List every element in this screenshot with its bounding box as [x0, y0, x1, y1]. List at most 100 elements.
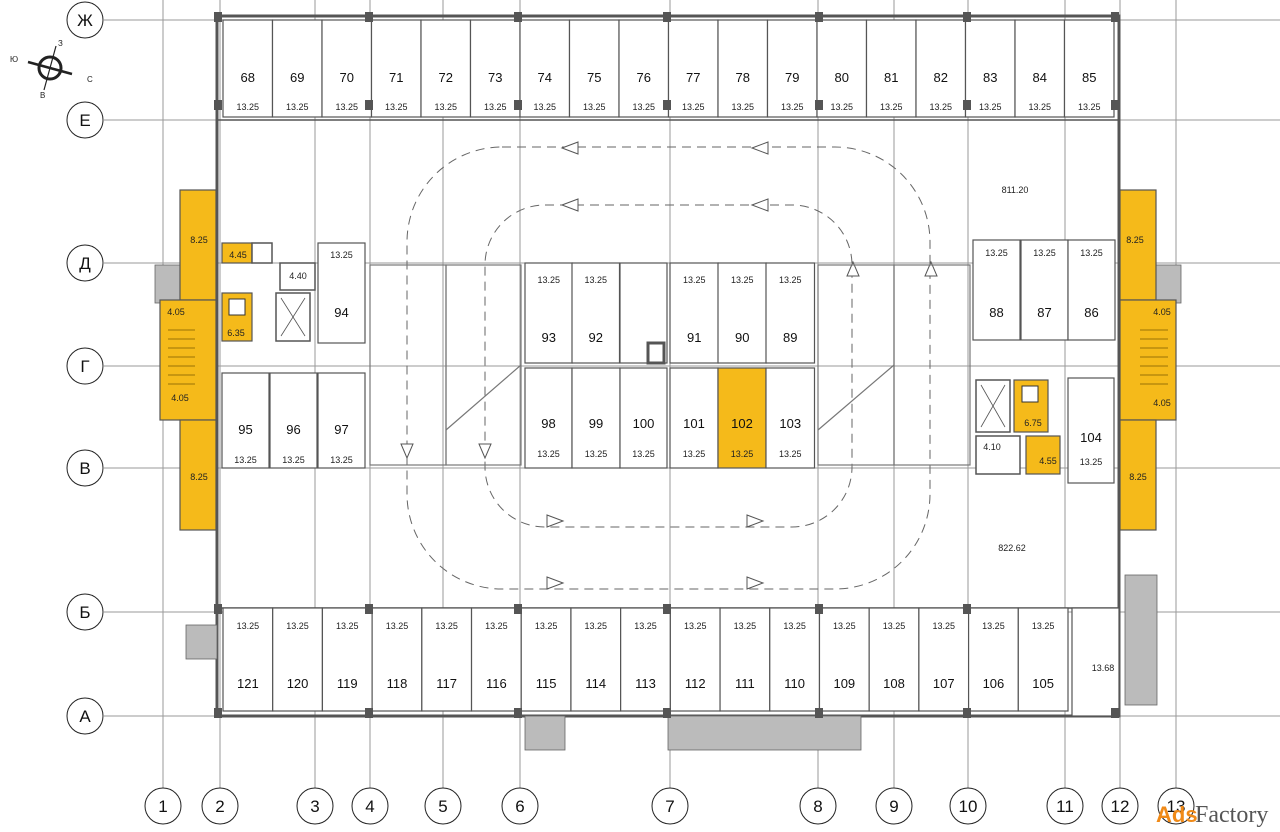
space-number: 117 [436, 676, 457, 691]
space-number: 112 [685, 676, 706, 691]
room-right-vestibule: 4.55 [1025, 435, 1061, 475]
space-number: 106 [983, 676, 1005, 691]
space-number: 72 [439, 70, 453, 85]
column-axis-label: 7 [651, 787, 689, 825]
space-number: 76 [637, 70, 651, 85]
space-area: 13.25 [537, 449, 560, 459]
space-number: 118 [387, 676, 408, 691]
svg-text:4.10: 4.10 [983, 442, 1001, 452]
arrow-up-icon [846, 260, 860, 277]
column-axis-label: 9 [875, 787, 913, 825]
svg-text:Д: Д [79, 254, 91, 273]
space-number: 87 [1037, 305, 1051, 320]
column-axis-label: 6 [501, 787, 539, 825]
column-axis-label: 10 [949, 787, 987, 825]
svg-text:Ж: Ж [77, 11, 93, 30]
space-area: 13.25 [880, 102, 903, 112]
arrow-up-icon [924, 260, 938, 277]
space-area: 13.25 [237, 621, 260, 631]
route-arrows [400, 141, 938, 590]
exterior-steps [154, 264, 1182, 751]
svg-text:13: 13 [1167, 797, 1186, 816]
parking-space[interactable]: 96 13.25 [269, 372, 318, 469]
column-axis-label: 11 [1046, 787, 1084, 825]
compass-south-label: В [40, 91, 45, 100]
row-axis-label: Ж [66, 1, 104, 39]
parking-space[interactable]: 13.68 [1071, 607, 1120, 717]
space-area: 13.25 [533, 102, 556, 112]
space-area: 13.25 [330, 250, 353, 260]
traffic-route [406, 146, 931, 590]
room-left-ventilation: 6.35 [221, 292, 253, 342]
space-number: 90 [735, 330, 749, 345]
svg-text:Е: Е [79, 111, 90, 130]
space-number: 96 [286, 422, 300, 437]
svg-text:Г: Г [80, 357, 89, 376]
space-number: 73 [488, 70, 502, 85]
space-number: 111 [735, 676, 755, 691]
corridor-left-upper: 8.25 [179, 189, 217, 301]
space-area: 13.25 [385, 102, 408, 112]
space-area: 13.25 [282, 455, 305, 465]
hall-area-upper: 811.20 [1002, 185, 1029, 195]
space-number: 97 [334, 422, 348, 437]
arrow-left-icon [560, 141, 579, 155]
space-number: 84 [1033, 70, 1047, 85]
